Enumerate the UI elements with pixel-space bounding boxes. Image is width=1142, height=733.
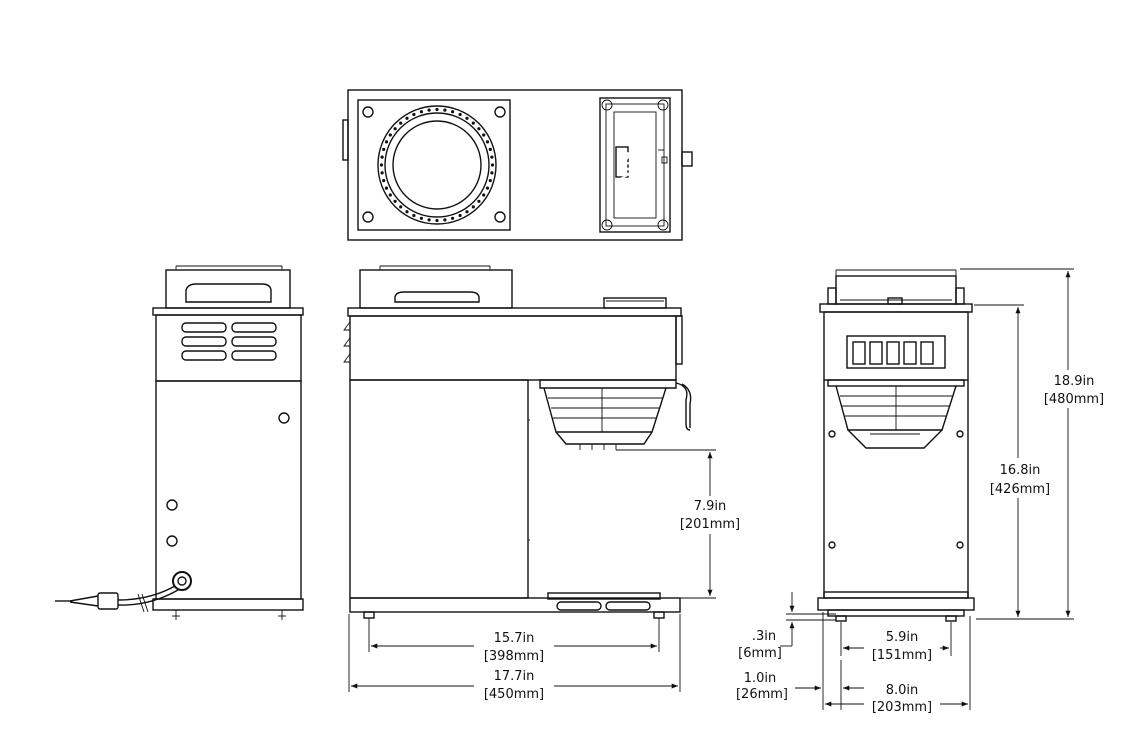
- spray-hole: [427, 218, 431, 222]
- spray-hole: [490, 171, 494, 175]
- dim-overall-height-metric: [480mm]: [1044, 392, 1104, 407]
- dim-overall-depth-value: 17.7in: [494, 669, 535, 684]
- spray-hole: [471, 205, 475, 209]
- spray-hole: [482, 193, 486, 197]
- spray-hole: [477, 127, 481, 131]
- dim-funnel-to-base-metric: [201mm]: [680, 517, 740, 532]
- spray-hole: [427, 108, 431, 112]
- spray-hole: [384, 186, 389, 190]
- dim-overall-width-metric: [203mm]: [872, 700, 932, 715]
- spray-hole: [477, 199, 481, 203]
- dimensions: 7.9in [201mm] 15.7in [398mm] 17.7in [450…: [348, 268, 1112, 716]
- spray-hole: [485, 186, 490, 190]
- dim-foot-height-metric: [6mm]: [738, 646, 782, 661]
- spray-hole: [465, 210, 469, 214]
- spray-hole: [393, 127, 397, 131]
- brand-logo: BUNN: [615, 151, 630, 193]
- dim-overall-depth-metric: [450mm]: [484, 687, 544, 702]
- dim-funnel-to-base-value: 7.9in: [694, 499, 727, 514]
- spray-hole: [399, 121, 403, 125]
- dim-foot-height: .3in [6mm]: [738, 592, 836, 661]
- spray-hole: [379, 163, 384, 167]
- spray-hole: [471, 121, 475, 125]
- spray-hole: [393, 199, 397, 203]
- spray-hole: [465, 116, 469, 120]
- dim-foot-spacing-depth-metric: [398mm]: [484, 649, 544, 664]
- spray-hole: [490, 163, 495, 167]
- dim-overall-height-value: 18.9in: [1054, 374, 1095, 389]
- spray-hole: [388, 193, 392, 197]
- dim-overall-width: 8.0in [203mm]: [825, 616, 971, 716]
- dim-foot-spacing-width-metric: [151mm]: [872, 648, 932, 663]
- dim-overall-depth: 17.7in [450mm]: [348, 614, 681, 702]
- dim-foot-inset-metric: [26mm]: [736, 687, 788, 702]
- dim-foot-inset: 1.0in [26mm]: [736, 612, 866, 710]
- dim-overall-height: 18.9in [480mm]: [960, 268, 1112, 620]
- spray-hole: [412, 213, 416, 218]
- spray-hole: [399, 205, 403, 209]
- dim-body-height-metric: [426mm]: [990, 482, 1050, 497]
- dim-foot-spacing-width-value: 5.9in: [886, 630, 919, 645]
- spray-hole: [485, 140, 490, 144]
- left-side-view: [55, 265, 304, 620]
- spray-hole: [435, 218, 439, 223]
- right-side-view: [343, 265, 692, 619]
- spray-hole: [443, 108, 447, 112]
- spray-hole: [488, 179, 492, 183]
- dim-body-height-value: 16.8in: [1000, 463, 1041, 478]
- dim-foot-inset-value: 1.0in: [744, 671, 777, 686]
- dim-foot-spacing-width: 5.9in [151mm]: [840, 622, 952, 663]
- spray-hole: [388, 133, 392, 137]
- spray-hole: [458, 213, 462, 218]
- spray-hole: [451, 110, 455, 114]
- spray-hole: [412, 112, 416, 117]
- spray-hole: [435, 107, 439, 112]
- spray-hole: [419, 216, 423, 220]
- spray-hole: [488, 147, 492, 151]
- dim-foot-spacing-depth-value: 15.7in: [494, 631, 535, 646]
- spray-hole: [490, 155, 494, 159]
- spray-hole: [443, 218, 447, 222]
- spray-hole: [458, 112, 462, 117]
- dim-foot-height-value: .3in: [752, 629, 776, 644]
- top-view: BUNN: [342, 89, 693, 241]
- dim-funnel-to-base: 7.9in [201mm]: [616, 449, 752, 599]
- dim-body-height: 16.8in [426mm]: [974, 304, 1058, 617]
- spray-hole: [382, 179, 386, 183]
- spray-head-holes: [379, 107, 495, 223]
- spray-hole: [380, 171, 384, 175]
- dim-foot-spacing-depth: 15.7in [398mm]: [368, 618, 660, 664]
- spray-hole: [482, 133, 486, 137]
- spray-hole: [382, 147, 386, 151]
- spray-hole: [419, 110, 423, 114]
- spray-hole: [384, 140, 389, 144]
- dim-overall-width-value: 8.0in: [886, 683, 919, 698]
- spray-hole: [405, 116, 409, 120]
- spray-hole: [405, 210, 409, 214]
- spray-hole: [380, 155, 384, 159]
- spray-hole: [451, 216, 455, 220]
- front-view: [817, 269, 975, 622]
